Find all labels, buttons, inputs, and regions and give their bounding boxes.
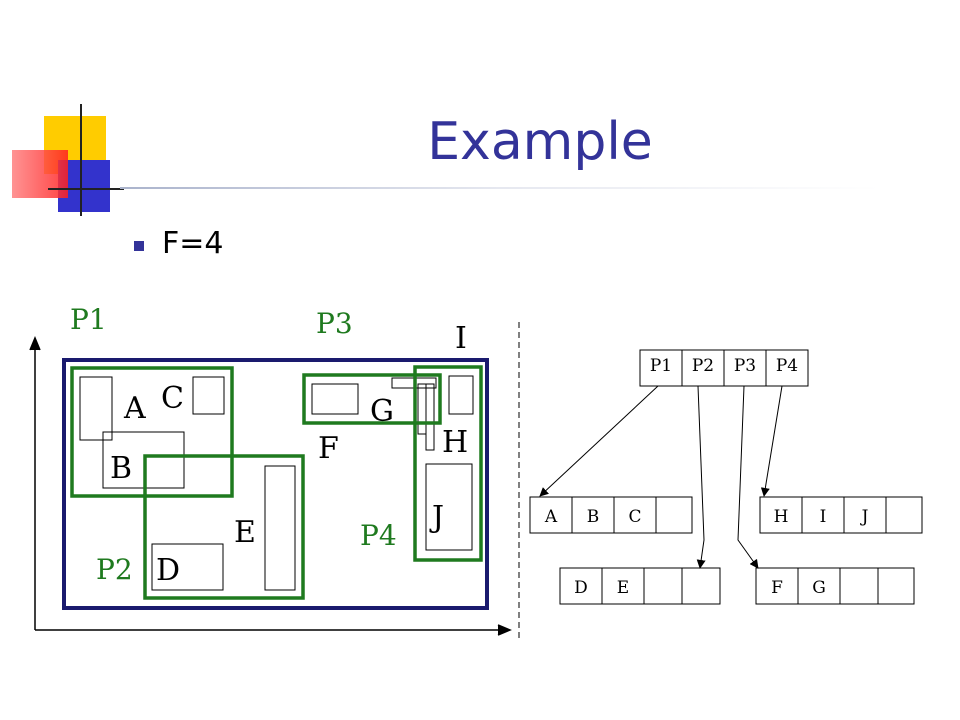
pointer-p1-arrow <box>539 385 659 497</box>
label-b: B <box>110 451 133 486</box>
slide-title: Example <box>427 112 653 172</box>
leaf-node-hij <box>759 496 923 534</box>
logo-decoration <box>0 0 130 220</box>
pointer-p4-arrow <box>760 385 783 497</box>
leaf-cell: H <box>773 507 789 527</box>
pointer-p2-arrow <box>696 385 706 569</box>
label-p2: P2 <box>96 553 133 586</box>
root-node <box>639 349 809 387</box>
label-p1: P1 <box>70 303 107 336</box>
leaf-cell: B <box>586 507 600 527</box>
leaf-cell: A <box>544 507 558 527</box>
bullet-item: F=4 <box>134 226 223 261</box>
label-j: J <box>432 500 445 535</box>
leaf-cell: E <box>616 578 630 598</box>
root-cell-p1: P1 <box>649 356 673 376</box>
spatial-diagram <box>29 322 520 638</box>
object-f <box>311 383 359 415</box>
bullet-text: F=4 <box>162 226 224 261</box>
bullet-square-icon <box>134 240 144 251</box>
root-cell-p4: P4 <box>775 356 799 376</box>
leaf-node-fg <box>755 567 915 605</box>
leaf-cell: D <box>574 578 588 598</box>
label-i: I <box>455 321 467 356</box>
title-underline <box>120 187 880 189</box>
leaf-cell: F <box>771 578 783 598</box>
region-p1 <box>70 366 234 498</box>
label-d: D <box>156 553 181 588</box>
leaf-cell: J <box>861 507 869 527</box>
pointer-p3-arrow <box>737 385 759 569</box>
leaf-cell: G <box>812 578 826 598</box>
leaf-cell: I <box>819 507 827 527</box>
axes <box>29 336 512 636</box>
label-p4: P4 <box>360 519 397 552</box>
region-p2 <box>143 454 305 600</box>
root-frame <box>62 358 489 610</box>
label-c: C <box>161 381 184 416</box>
leaf-cell: C <box>628 507 642 527</box>
label-h: H <box>442 425 469 460</box>
label-p3: P3 <box>316 307 353 340</box>
region-p4 <box>413 365 483 562</box>
object-h <box>448 375 474 415</box>
label-f: F <box>318 431 339 466</box>
object-i-bar2 <box>425 383 435 451</box>
leaf-node-abc <box>529 496 693 534</box>
label-a: A <box>124 391 146 426</box>
leaf-node-de <box>559 567 721 605</box>
tree-diagram <box>529 349 923 605</box>
object-j <box>425 463 473 551</box>
label-g: G <box>370 394 394 429</box>
root-cell-p3: P3 <box>733 356 757 376</box>
region-p3 <box>302 373 442 425</box>
object-d <box>151 543 224 591</box>
object-c <box>192 376 225 415</box>
object-a <box>79 376 113 441</box>
root-cell-p2: P2 <box>691 356 715 376</box>
object-e <box>264 465 296 591</box>
label-e: E <box>234 515 256 550</box>
object-i-bar1 <box>417 383 427 435</box>
